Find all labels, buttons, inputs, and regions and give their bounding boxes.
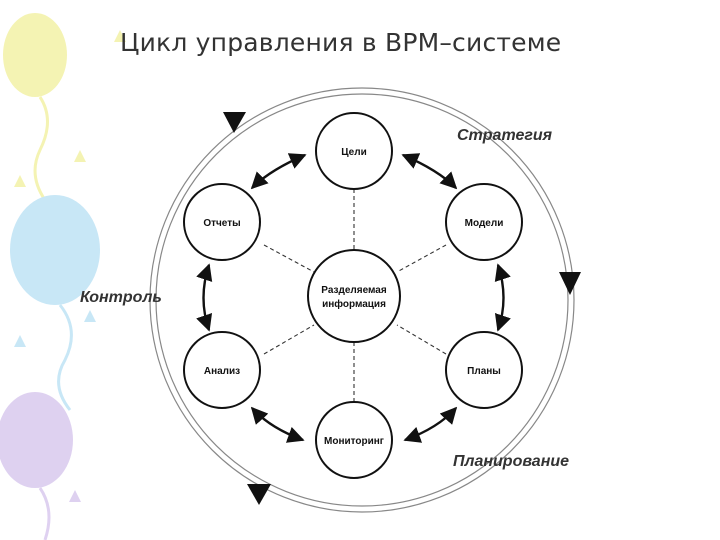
node-models <box>445 183 523 261</box>
dashed-spokes <box>263 189 447 401</box>
arrow-goals-models <box>401 153 458 190</box>
label-monitoring: Мониторинг <box>324 436 384 447</box>
blue-balloon <box>10 195 100 305</box>
arrow-models-plans <box>494 263 511 332</box>
phase-strategy: Стратегия <box>457 127 553 144</box>
cycle-triangle-top <box>223 112 246 133</box>
node-reports <box>183 183 261 261</box>
label-goals: Цели <box>341 147 367 158</box>
outer-ring <box>155 93 569 507</box>
node-goals <box>315 112 393 190</box>
phase-control: Контроль <box>80 289 162 306</box>
node-monitoring <box>315 401 393 479</box>
label-plans: Планы <box>467 366 501 377</box>
yellow-balloon <box>3 13 67 97</box>
label-center-line1: Разделяемая <box>321 285 387 296</box>
outer-ring-2 <box>149 87 575 513</box>
arrow-plans-monitoring <box>403 406 458 443</box>
cycle-arrows <box>196 153 511 443</box>
label-models: Модели <box>465 218 504 229</box>
cycle-triangle-right <box>559 272 581 295</box>
arrow-analysis-monitoring <box>250 406 305 443</box>
node-analysis <box>183 331 261 409</box>
label-center-line2: информация <box>322 298 386 310</box>
label-analysis: Анализ <box>204 366 240 377</box>
label-reports: Отчеты <box>203 218 240 229</box>
slide-title: Цикл управления в BPM–системе <box>120 28 562 57</box>
purple-balloon <box>0 392 73 488</box>
arrow-goals-reports <box>250 153 307 190</box>
arrow-reports-analysis <box>196 263 213 332</box>
cycle-triangle-bottom <box>247 484 271 505</box>
phase-planning: Планирование <box>453 453 569 470</box>
node-plans <box>445 331 523 409</box>
node-center <box>307 249 401 343</box>
